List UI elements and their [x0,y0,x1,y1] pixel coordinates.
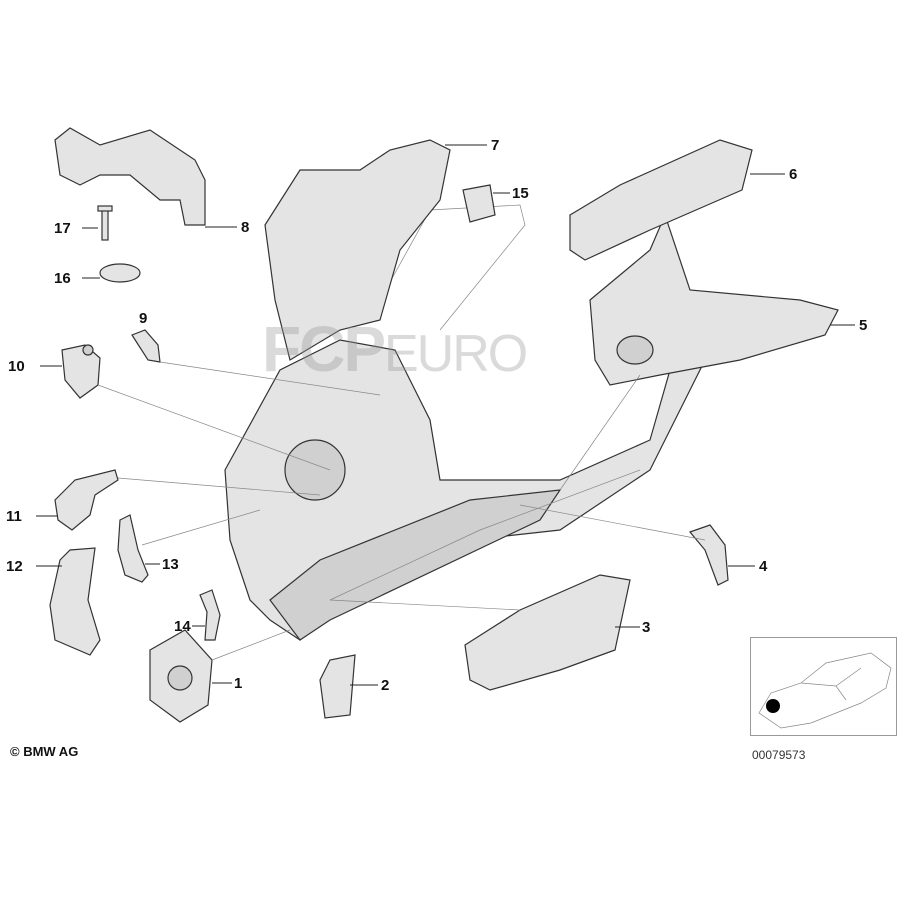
callout-5[interactable]: 5 [859,317,868,334]
part-13-bracket [117,514,149,583]
callout-7[interactable]: 7 [491,137,500,154]
vehicle-location-thumbnail [750,637,897,736]
part-14-bracket [199,589,221,641]
watermark-suffix: EURO [384,325,528,383]
callout-9[interactable]: 9 [139,310,148,327]
part-7-wheelhouse [264,139,451,361]
part-1-bracket [149,629,213,723]
part-12-bracket [49,547,101,656]
leader-lines [36,144,855,686]
callout-17[interactable]: 17 [54,220,71,237]
diagram-number: 00079573 [752,748,806,762]
part-10-bracket [61,344,101,399]
part-2-bracket [319,654,356,719]
part-4-bracket [688,524,729,586]
location-marker-icon [766,699,780,713]
part-9-bracket [131,329,161,363]
watermark-brand: FCP [262,313,386,385]
copyright-text: © BMW AG [10,744,79,759]
callout-10[interactable]: 10 [8,358,25,375]
callout-6[interactable]: 6 [789,166,798,183]
part-6-member [569,139,753,261]
callout-8[interactable]: 8 [241,219,250,236]
callout-12[interactable]: 12 [6,558,23,575]
car-outline-icon [758,652,892,729]
callout-16[interactable]: 16 [54,270,71,287]
part-15-clip [462,184,496,223]
callout-11[interactable]: 11 [6,508,22,525]
callout-1[interactable]: 1 [234,675,243,692]
callout-4[interactable]: 4 [759,558,768,575]
callout-14[interactable]: 14 [174,618,191,635]
callout-3[interactable]: 3 [642,619,651,636]
part-16-washer [99,263,141,283]
part-8-bracket [54,127,206,226]
callout-15[interactable]: 15 [512,185,529,202]
callout-13[interactable]: 13 [162,556,179,573]
watermark-logo: FCPEURO [262,312,528,386]
part-17-rivet [97,205,113,241]
part-11-bracket [54,469,119,531]
callout-2[interactable]: 2 [381,677,390,694]
part-3-panel [464,574,631,691]
